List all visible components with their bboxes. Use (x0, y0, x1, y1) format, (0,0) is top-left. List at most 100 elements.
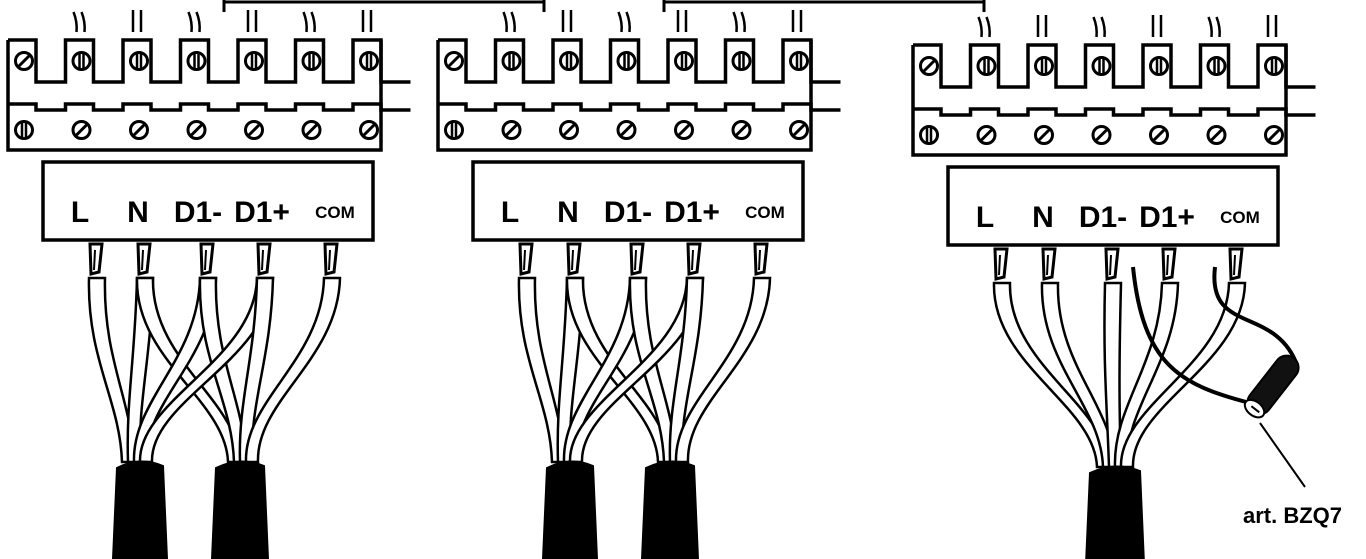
wire-stub (323, 242, 339, 276)
upper-screw-icon (244, 51, 264, 71)
top-wire (732, 11, 738, 33)
terminal-label-d1: D1- (1079, 201, 1127, 234)
wire-stub (566, 242, 582, 276)
wire-stub (518, 242, 534, 276)
top-frame-lines (222, 0, 986, 12)
top-wire (1215, 16, 1221, 38)
top-wire (617, 11, 623, 33)
terminal-strip-lower-body (436, 82, 813, 152)
cable-sheath (541, 460, 599, 559)
lower-screw-icon (919, 125, 939, 145)
wire-core (1109, 254, 1112, 276)
lower-screw-slot (676, 122, 692, 138)
cable-sheath (210, 460, 270, 559)
upper-screw-icon (1091, 56, 1112, 76)
upper-screw-slot (921, 58, 937, 74)
wire-stub (1041, 247, 1057, 281)
wire-stub (1104, 247, 1120, 281)
wire-core (1233, 254, 1236, 276)
wire-core (93, 249, 96, 271)
ferrite-hole (1250, 405, 1260, 414)
lower-screw-slot (979, 127, 994, 143)
lower-screw-slot (619, 122, 634, 138)
upper-screw-icon (976, 56, 997, 76)
top-wire (625, 11, 631, 33)
terminal-strip-lower-body (911, 87, 1288, 157)
upper-screw-icon (1149, 56, 1169, 76)
terminal-label-n: N (557, 196, 579, 229)
cable-sheath (640, 460, 700, 559)
lower-screw-slot (1209, 127, 1224, 143)
lower-screw-slot (791, 122, 807, 138)
lower-screw-slot (361, 122, 377, 138)
wire-core (634, 249, 637, 271)
terminal-strip-lower-edge (913, 107, 1316, 117)
terminal-strip-top (913, 43, 1316, 89)
wire-core (328, 249, 331, 271)
top-wire (310, 11, 316, 33)
wire-core (204, 249, 207, 271)
upper-screw-icon (789, 51, 809, 71)
top-wire (977, 16, 983, 38)
upper-screw-icon (731, 51, 752, 71)
terminal-label-d1: D1+ (664, 196, 720, 229)
wire-core (1166, 254, 1169, 276)
terminal-strip-top (8, 38, 411, 84)
insulated-wire (674, 276, 772, 464)
top-wire (740, 11, 746, 33)
wire-stub (1228, 247, 1244, 281)
upper-screw-icon (616, 51, 637, 71)
lower-screw-slot (1151, 127, 1167, 143)
terminal-strip-sides (6, 40, 383, 82)
wire-stub (1161, 247, 1177, 281)
lower-screw-slot (74, 122, 89, 138)
top-wire (302, 11, 308, 33)
terminal-label-d1: D1+ (234, 196, 290, 229)
top-wire (195, 11, 201, 33)
terminal-label-n: N (1032, 201, 1054, 234)
upper-screw-icon (1206, 56, 1227, 76)
ferrite-core-icon (1243, 354, 1300, 419)
lower-screw-slot (504, 122, 519, 138)
wire-core (571, 249, 574, 271)
ferrite-caption: art. BZQ7 (1243, 503, 1342, 528)
terminal-strip-lower-edge (8, 102, 411, 112)
caption-leader-line (1259, 422, 1306, 488)
upper-screw-icon (186, 51, 207, 71)
insulated-wire (1113, 281, 1180, 469)
terminal-label-com: COM (1220, 208, 1260, 227)
wire-stub (629, 242, 645, 276)
terminal-label-box (41, 160, 375, 242)
upper-screw-icon (501, 51, 522, 71)
cable-sheath (1085, 465, 1145, 559)
terminal-strip-sides (911, 45, 1288, 87)
wire-core (691, 249, 694, 271)
upper-screw-slot (446, 53, 462, 69)
ferrite-wire (1131, 266, 1251, 405)
lower-screw-slot (1094, 127, 1109, 143)
lower-screw-slot (1036, 127, 1052, 143)
top-wire (72, 11, 78, 33)
terminal-label-d1: D1- (174, 196, 222, 229)
top-wire (510, 11, 516, 33)
terminal-strip-sides (436, 40, 813, 82)
terminal-strip-lower-body (6, 82, 383, 152)
wire-stub (199, 242, 215, 276)
terminal-label-l: L (501, 196, 519, 229)
top-wire (187, 11, 193, 33)
wire-core (758, 249, 761, 271)
top-wire (1100, 16, 1106, 38)
wire-stub (753, 242, 769, 276)
wire-stub (88, 242, 104, 276)
upper-screw-icon (359, 51, 379, 71)
lower-screw-slot (189, 122, 204, 138)
wire-stub (686, 242, 702, 276)
wire-core (261, 249, 264, 271)
lower-screw-icon (444, 120, 464, 140)
lower-screw-slot (1266, 127, 1282, 143)
upper-screw-icon (559, 51, 579, 71)
terminal-label-box (471, 160, 805, 242)
